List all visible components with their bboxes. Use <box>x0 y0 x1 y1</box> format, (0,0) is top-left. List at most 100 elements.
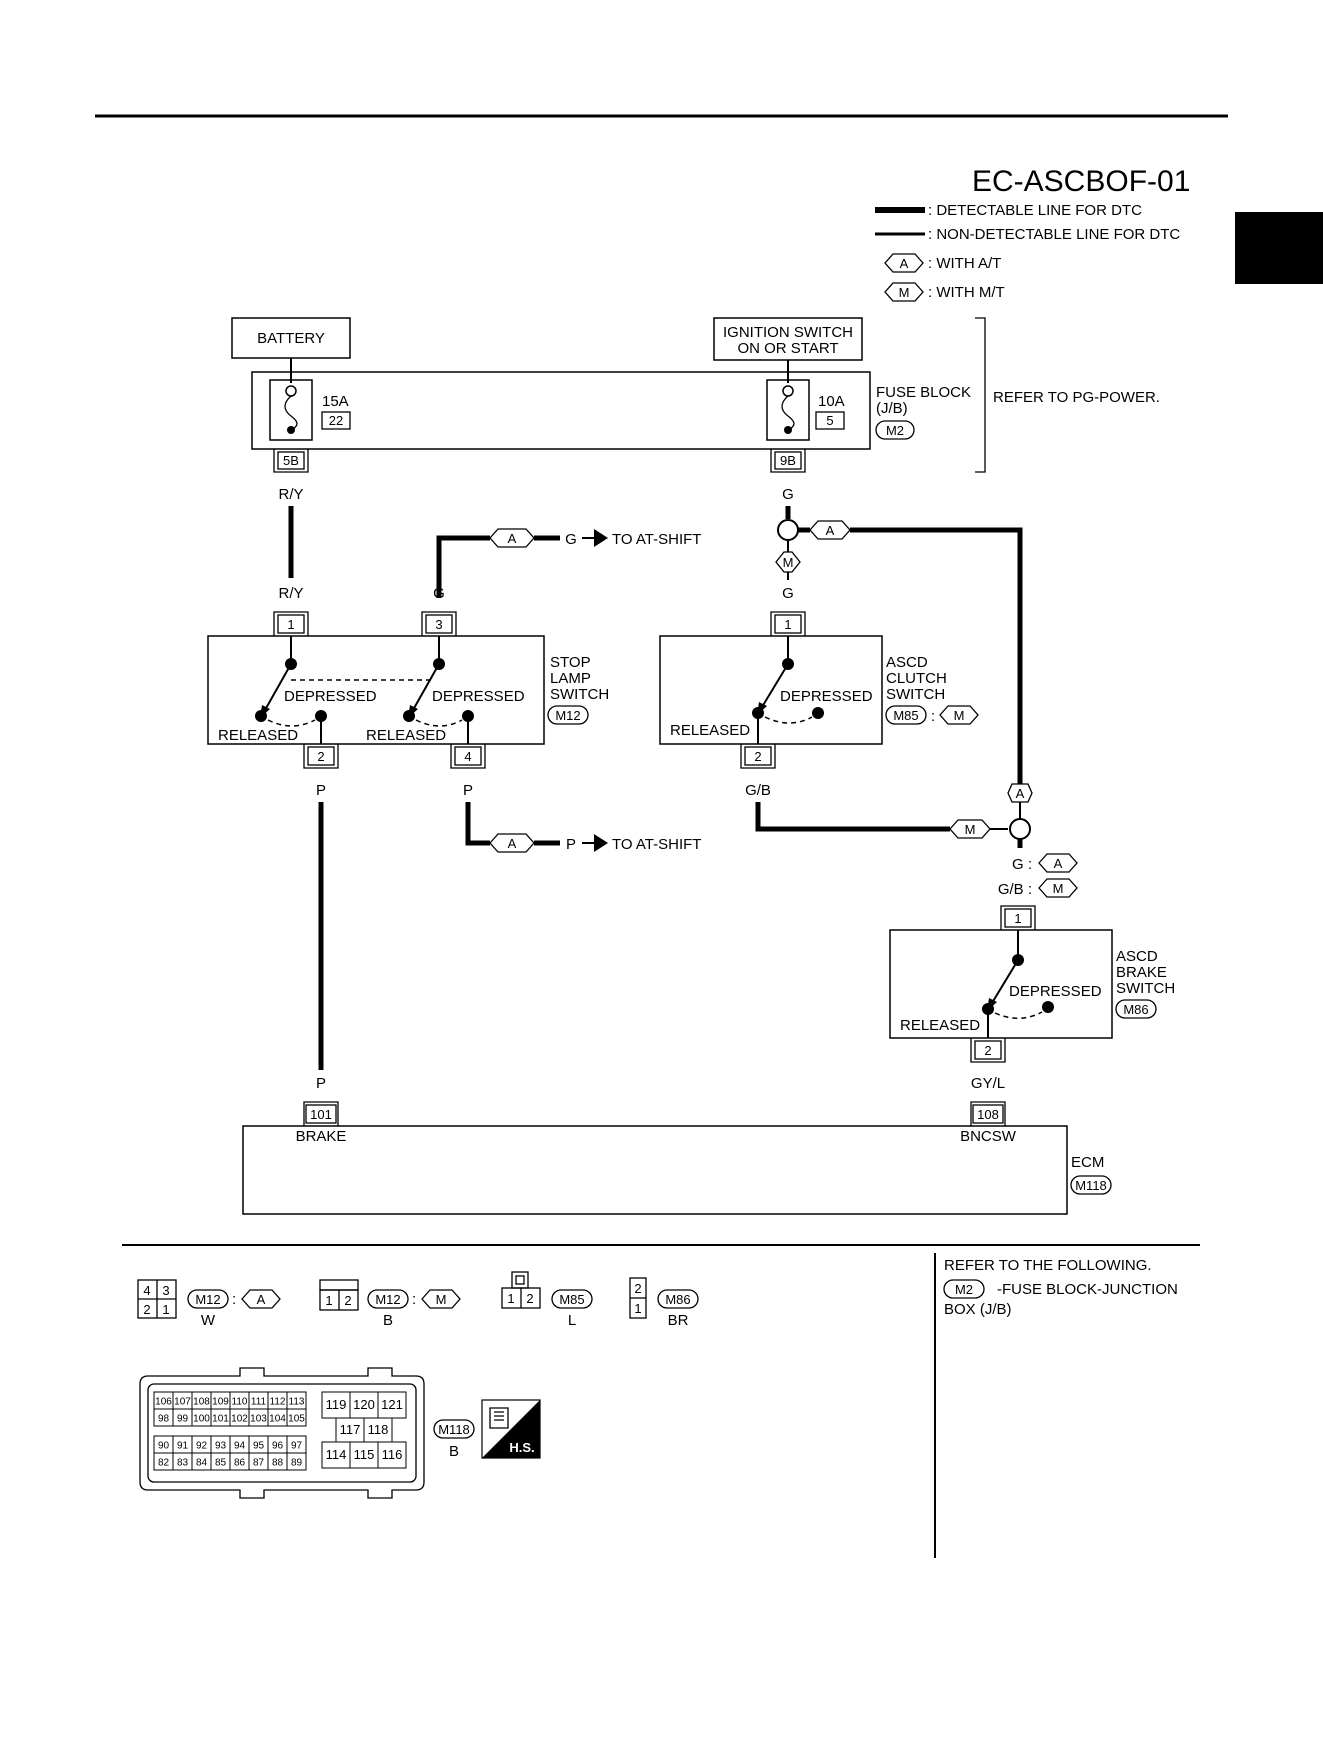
mt-tag-1: M <box>783 555 794 570</box>
m12a-id: M12 <box>195 1292 220 1307</box>
wire-ry-bottom: R/Y <box>278 585 303 602</box>
mt-tag-3: M <box>965 822 976 837</box>
m12m-tag: M <box>436 1292 447 1307</box>
m118-pin: 83 <box>177 1458 189 1469</box>
page-tab <box>1235 212 1323 284</box>
brake-sw-depressed: DEPRESSED <box>1009 983 1102 1000</box>
m118-pin: 85 <box>215 1458 227 1469</box>
wire-gb-colon: G/B : <box>998 881 1032 898</box>
arrow-icon <box>594 529 608 547</box>
clutch-released: RELEASED <box>670 722 750 739</box>
fuse-5 <box>766 379 810 441</box>
m12m-pin: 2 <box>344 1293 351 1308</box>
connector-m12-mt: 1 2 M12 : M B <box>319 1279 461 1329</box>
m12m-colon: : <box>412 1291 416 1308</box>
m118-id: M118 <box>438 1422 470 1437</box>
fuse-22 <box>269 379 313 441</box>
m118-pin: 118 <box>368 1422 389 1437</box>
stop-lamp-switch-box <box>207 635 545 745</box>
m118-pin: 95 <box>253 1441 265 1452</box>
wire-g-ascd-at <box>850 527 1023 784</box>
wire-g-clutch: G <box>782 585 794 602</box>
m12m-color: B <box>383 1312 393 1329</box>
clutch-label-3: SWITCH <box>886 686 945 703</box>
refer-heading: REFER TO THE FOLLOWING. <box>944 1257 1152 1274</box>
m12a-tag: A <box>257 1292 266 1307</box>
clutch-pin-2: 2 <box>754 749 761 764</box>
ecm-pin-108: 108 <box>977 1107 999 1122</box>
diagram-code: EC-ASCBOF-01 <box>972 165 1190 198</box>
wire-gyl-label: GY/L <box>971 1075 1005 1092</box>
ignition-label-2: ON OR START <box>737 340 838 357</box>
m118-pin: 103 <box>250 1414 267 1425</box>
mt-tag-2: M <box>954 708 965 723</box>
battery-label: BATTERY <box>257 330 325 347</box>
m86-pin: 2 <box>634 1281 641 1296</box>
fuse2-number: 5 <box>826 413 833 428</box>
m118-pin: 87 <box>253 1458 265 1469</box>
legend-at-tag: A <box>900 256 909 271</box>
m118-pin: 84 <box>196 1458 208 1469</box>
m118-pin: 110 <box>232 1397 248 1408</box>
wire-g-at-label: G <box>565 531 577 548</box>
m118-color: B <box>449 1443 459 1460</box>
m12a-pin: 2 <box>143 1302 150 1317</box>
m118-pin: 112 <box>270 1397 286 1408</box>
m118-pin: 113 <box>289 1397 305 1408</box>
at-tag-1: A <box>508 531 517 546</box>
wire-gb-mt <box>755 802 950 832</box>
fuse-block-connector: M2 <box>886 423 904 438</box>
m118-pin: 109 <box>212 1397 229 1408</box>
m118-pin: 105 <box>288 1414 305 1425</box>
stop-lamp-connector: M12 <box>555 708 580 723</box>
wire-p-at <box>465 802 490 846</box>
refer-connector: M2 <box>955 1282 973 1297</box>
harness-side-icon: H.S. <box>481 1399 541 1459</box>
clutch-label-1: ASCD <box>886 654 928 671</box>
connector-m85: 1 2 M85 L <box>501 1271 593 1329</box>
splice-top <box>777 519 799 541</box>
arrow-icon <box>594 834 608 852</box>
brake-sw-pin-2: 2 <box>984 1043 991 1058</box>
brake-sw-released: RELEASED <box>900 1017 980 1034</box>
mt-tag-4: M <box>1053 881 1064 896</box>
m12a-pin: 4 <box>143 1283 150 1298</box>
stop-depressed-1: DEPRESSED <box>284 688 377 705</box>
m12a-color: W <box>201 1312 216 1329</box>
terminal-5b: 5B <box>283 453 299 468</box>
terminal-9b: 9B <box>780 453 796 468</box>
m118-pin-cell <box>286 1408 307 1427</box>
fuse-block-label-1: FUSE BLOCK <box>876 384 971 401</box>
m12m-pin: 1 <box>325 1293 332 1308</box>
clutch-depressed: DEPRESSED <box>780 688 873 705</box>
m118-pin: 111 <box>251 1397 267 1408</box>
stop-lamp-label-1: STOP <box>550 654 591 671</box>
connector-m86: 2 1 M86 BR <box>629 1277 699 1329</box>
fuse1-number: 22 <box>329 413 343 428</box>
m118-pin: 101 <box>212 1414 229 1425</box>
stop-released-2: RELEASED <box>366 727 446 744</box>
refer-text-1: -FUSE BLOCK-JUNCTION <box>997 1281 1178 1298</box>
legend-with-at: : WITH A/T <box>928 255 1001 272</box>
at-tag-2: A <box>508 836 517 851</box>
wire-p-at-label: P <box>566 836 576 853</box>
m118-pin: 98 <box>158 1414 170 1425</box>
clutch-connector: M85 <box>893 708 918 723</box>
m118-pin: 104 <box>269 1414 286 1425</box>
hs-label: H.S. <box>509 1440 534 1455</box>
fuse-block-label-2: (J/B) <box>876 400 908 417</box>
legend-mt-tag: M <box>899 285 910 300</box>
brake-sw-label-1: ASCD <box>1116 948 1158 965</box>
wire-g-stop-label: G <box>433 585 445 602</box>
m12a-colon: : <box>232 1291 236 1308</box>
ecm-brake-label: BRAKE <box>296 1128 347 1145</box>
fuse1-rating: 15A <box>322 393 349 410</box>
ecm-bncsw-label: BNCSW <box>960 1128 1017 1145</box>
legend: : DETECTABLE LINE FOR DTC : NON-DETECTAB… <box>875 202 1180 302</box>
wire-g-colon: G : <box>1012 856 1032 873</box>
m118-pin: 91 <box>177 1441 189 1452</box>
m12m-id: M12 <box>375 1292 400 1307</box>
ecm-label: ECM <box>1071 1154 1104 1171</box>
